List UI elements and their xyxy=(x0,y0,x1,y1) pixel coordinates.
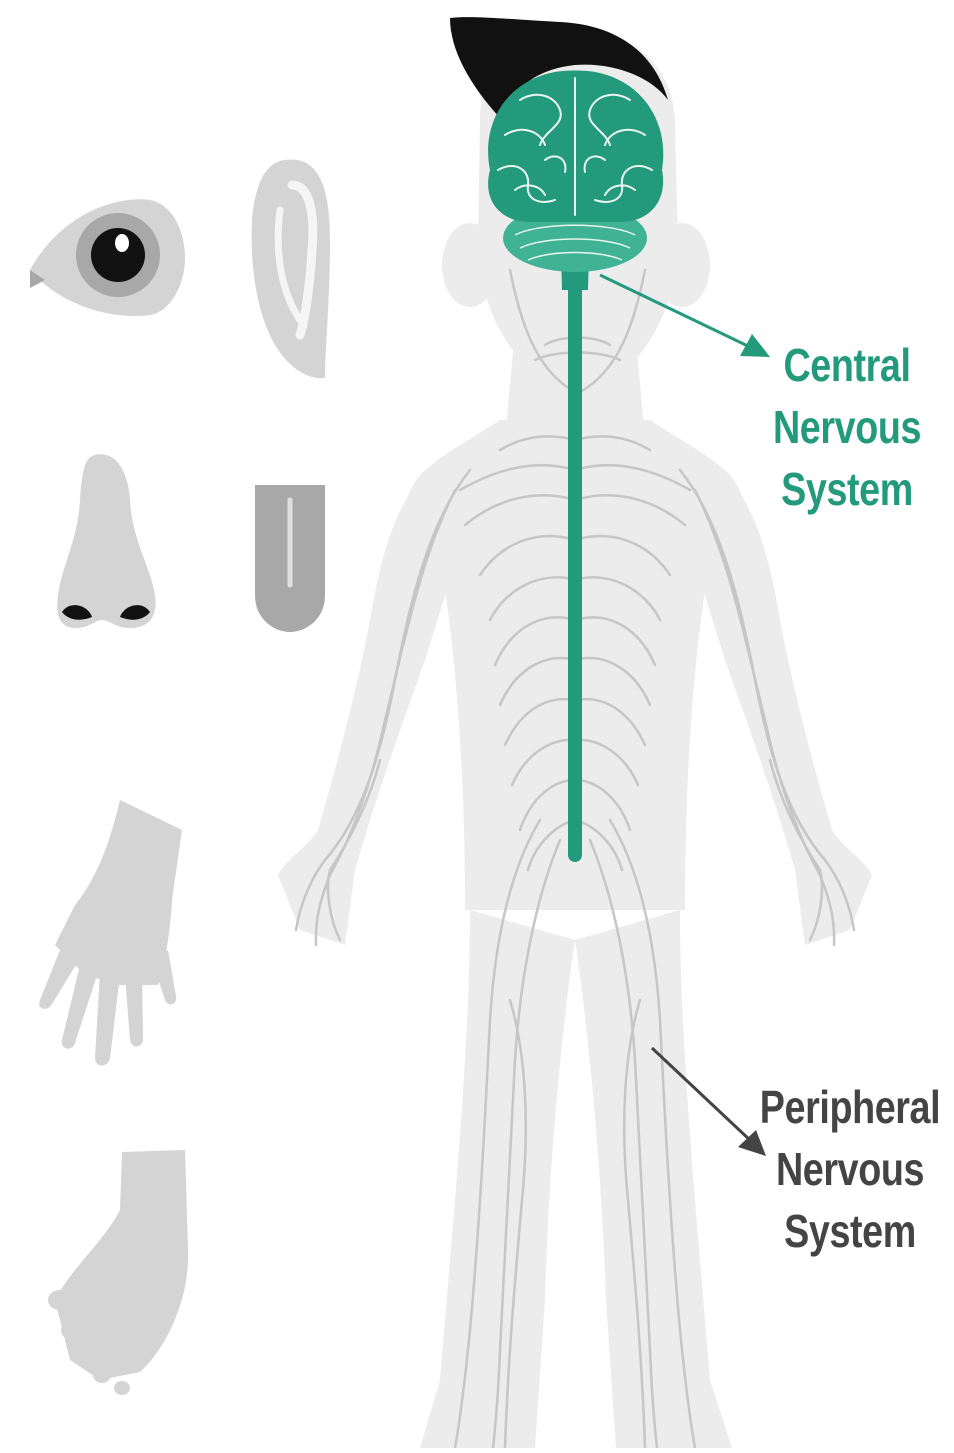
cns-label-line-2: Nervous xyxy=(769,396,925,458)
nose-icon xyxy=(57,454,155,628)
central-nervous-system-label: Central Nervous System xyxy=(769,334,925,520)
tongue-icon xyxy=(255,485,325,632)
pns-label-line-1: Peripheral xyxy=(760,1076,940,1138)
peripheral-nervous-system-label: Peripheral Nervous System xyxy=(760,1076,940,1262)
eye-icon xyxy=(30,199,185,316)
ear-icon xyxy=(252,160,330,379)
pns-label-line-3: System xyxy=(760,1200,940,1262)
cns-label-line-1: Central xyxy=(769,334,925,396)
right-arm xyxy=(700,470,872,945)
left-leg xyxy=(420,910,575,1448)
right-leg xyxy=(575,910,732,1448)
hand-icon xyxy=(39,800,182,1066)
foot-icon xyxy=(48,1150,188,1395)
spinal-cord xyxy=(568,240,582,862)
pns-label-line-2: Nervous xyxy=(760,1138,940,1200)
cns-label-line-3: System xyxy=(769,458,925,520)
